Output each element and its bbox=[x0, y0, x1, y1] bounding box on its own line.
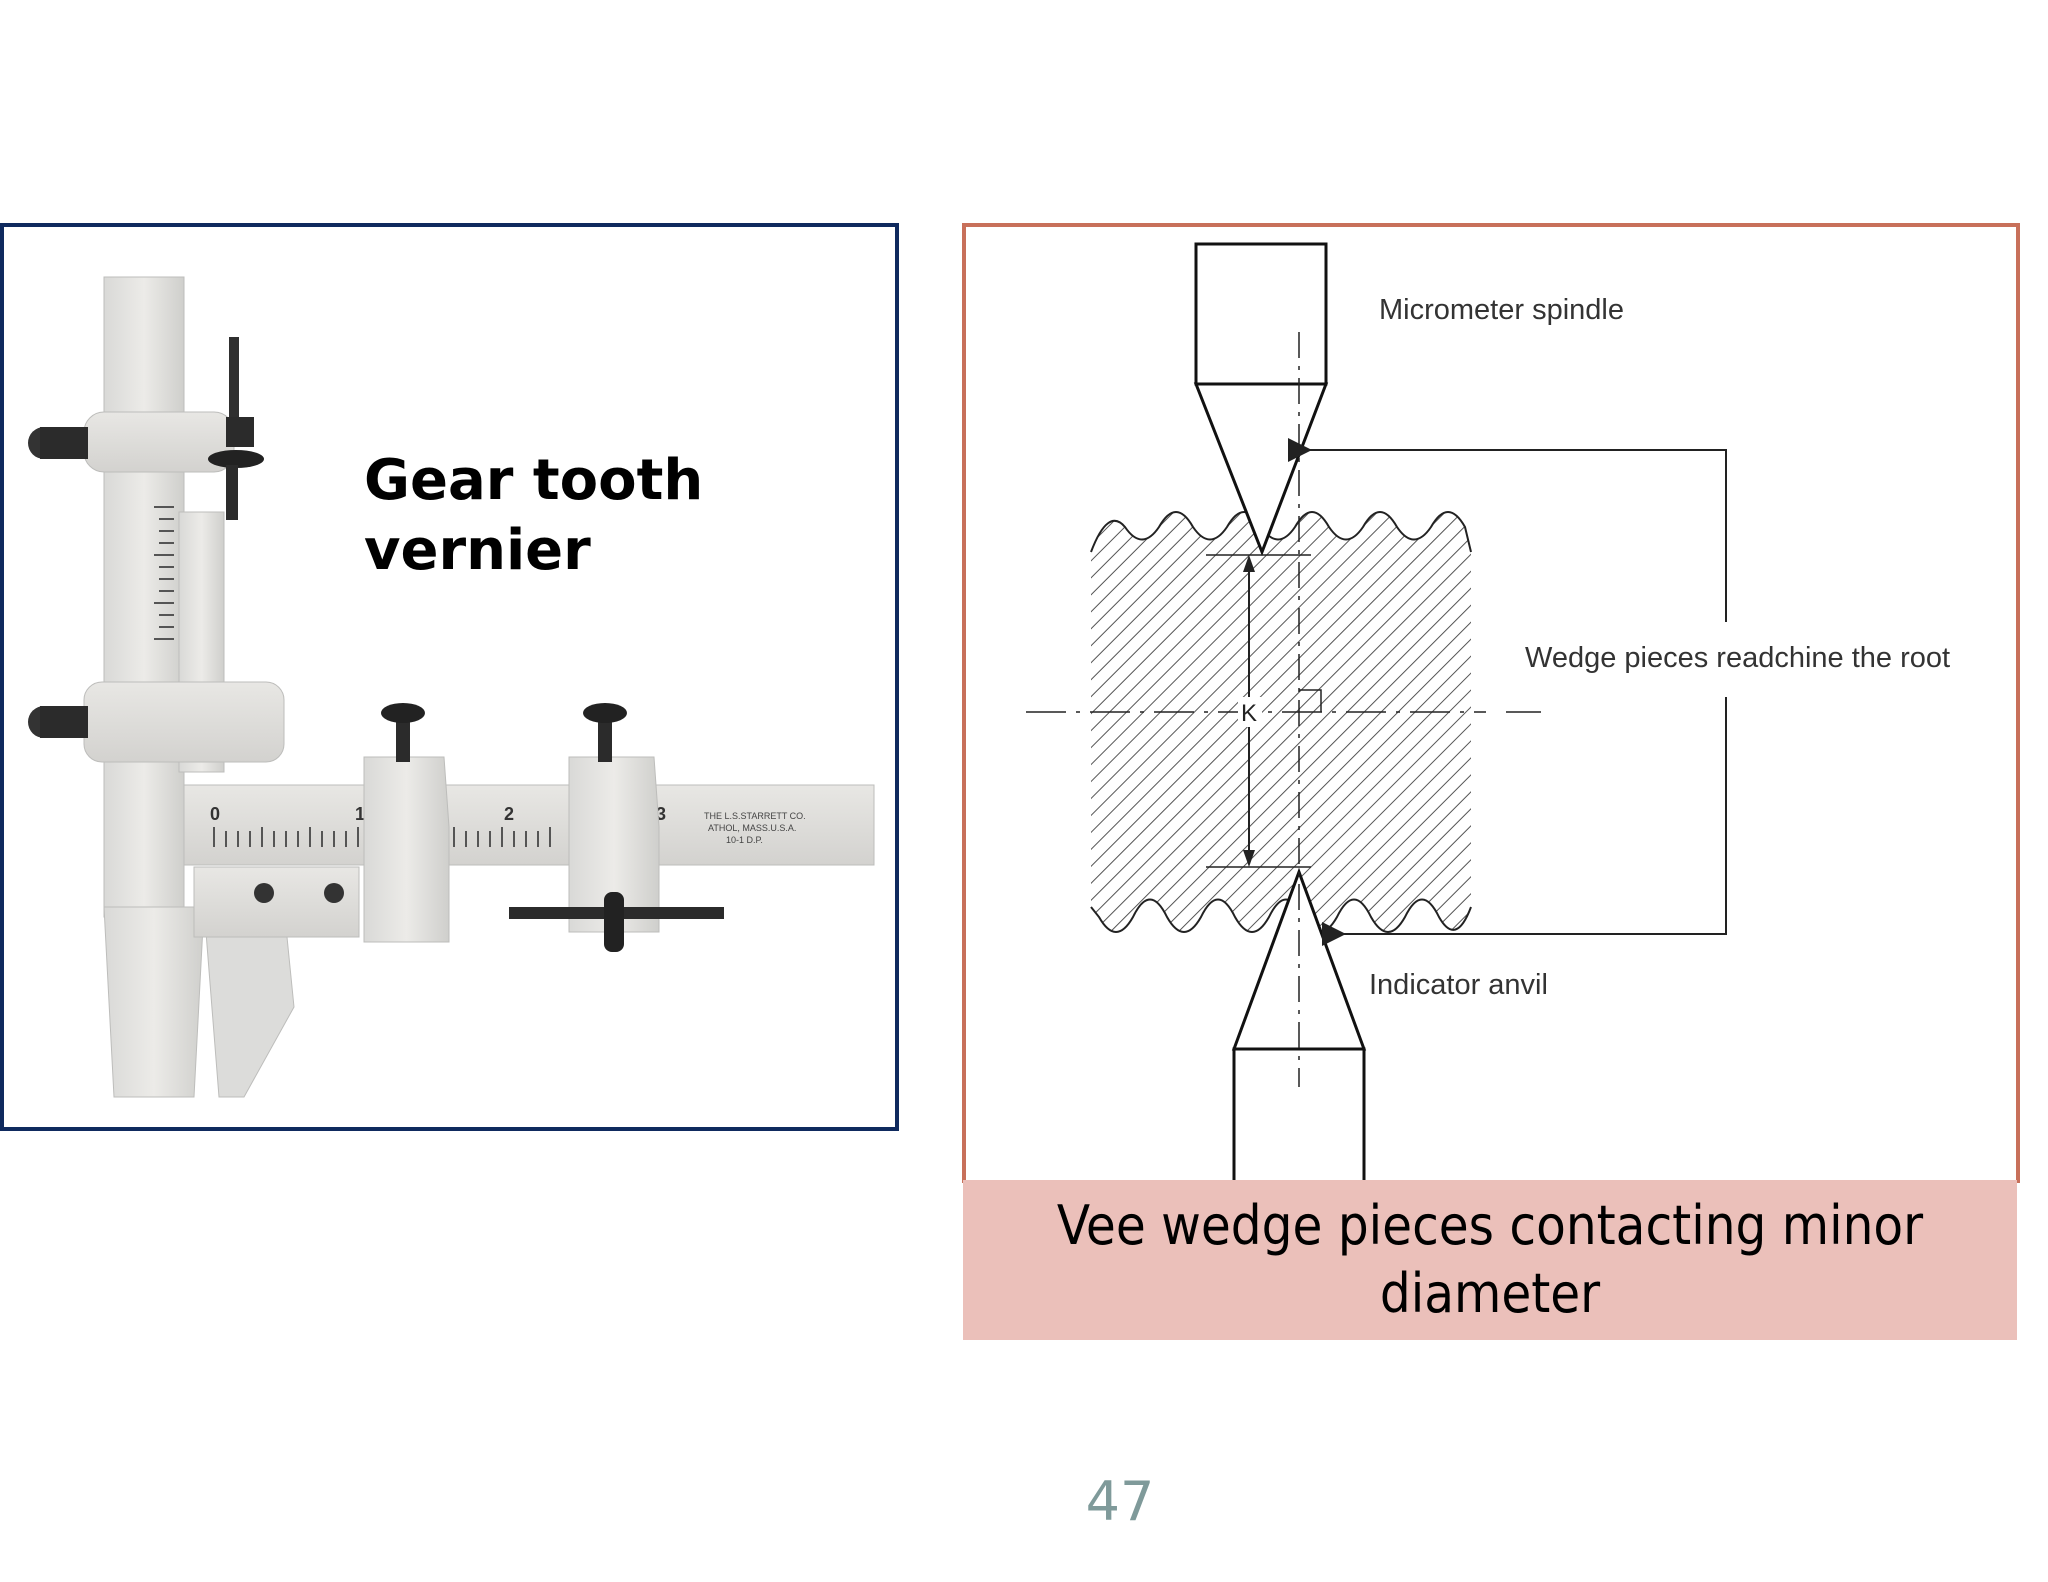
caption-text: Vee wedge pieces contacting minor diamet… bbox=[1056, 1194, 1924, 1325]
scale-number-0: 0 bbox=[210, 804, 220, 824]
indicator-anvil-label: Indicator anvil bbox=[1369, 969, 1548, 1001]
engraving-line-3: 10-1 D.P. bbox=[726, 835, 763, 845]
gear-tooth-vernier-label: Gear tooth vernier bbox=[364, 448, 704, 583]
page-number: 47 bbox=[1085, 1470, 1155, 1533]
micrometer-spindle-cone bbox=[1193, 382, 1329, 557]
micrometer-spindle-body bbox=[1194, 242, 1328, 386]
vee-wedge-diagram-panel: K Micrometer spindle Wedge pieces readch… bbox=[962, 223, 2020, 1186]
leader-line-top bbox=[1288, 438, 1727, 622]
leader-line-bottom bbox=[1322, 697, 1727, 946]
caption-box: Vee wedge pieces contacting minor diamet… bbox=[963, 1180, 2017, 1340]
dimension-k-label: K bbox=[1241, 700, 1257, 727]
gear-tooth-vernier-panel: 0 1 2 3 THE L.S.STARRETT CO. ATHOL, MASS… bbox=[0, 223, 899, 1131]
micrometer-spindle-label: Micrometer spindle bbox=[1379, 294, 1624, 326]
threaded-section bbox=[1091, 512, 1471, 932]
scale-number-1: 1 bbox=[355, 804, 365, 824]
engraving-line-2: ATHOL, MASS.U.S.A. bbox=[708, 823, 796, 833]
scale-number-3: 3 bbox=[656, 804, 666, 824]
gear-tooth-vernier-illustration: 0 1 2 3 THE L.S.STARRETT CO. ATHOL, MASS… bbox=[28, 276, 875, 1098]
engraving-line-1: THE L.S.STARRETT CO. bbox=[704, 811, 806, 821]
scale-number-2: 2 bbox=[504, 804, 514, 824]
wedge-pieces-label: Wedge pieces readchine the root bbox=[1525, 642, 1950, 674]
vee-wedge-diagram: K Micrometer spindle Wedge pieces readch… bbox=[1026, 242, 1950, 1186]
